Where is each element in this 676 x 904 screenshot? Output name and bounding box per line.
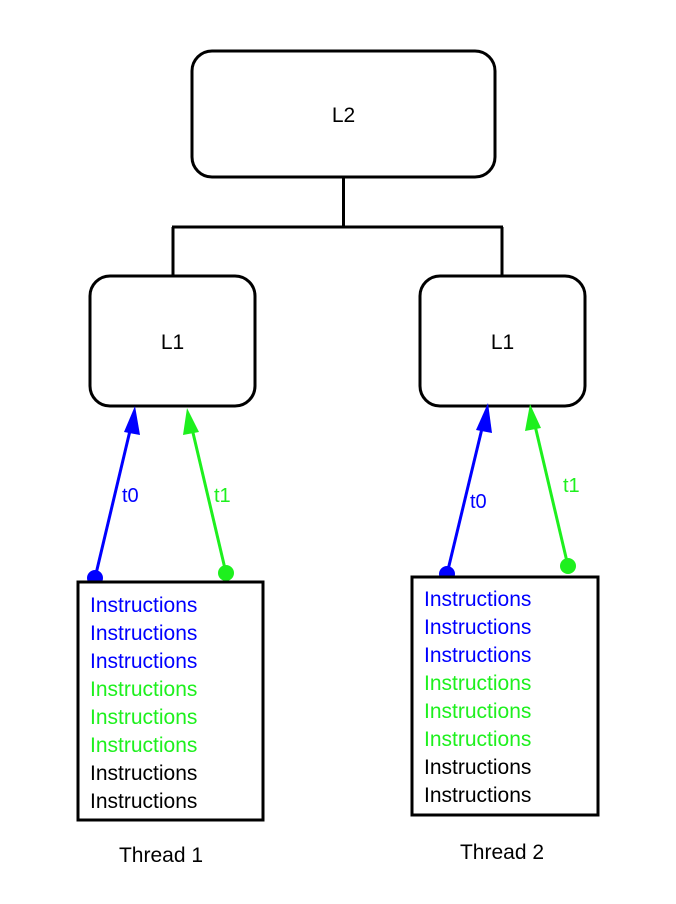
thread1-instruction-line: Instructions xyxy=(90,790,197,813)
thread2-instruction-line: Instructions xyxy=(424,700,531,723)
thread1-instruction-line: Instructions xyxy=(90,622,197,645)
thread2-t0-arrow: t0 xyxy=(439,403,492,582)
thread2-caption: Thread 2 xyxy=(460,841,544,864)
thread1-instruction-line: Instructions xyxy=(90,594,197,617)
thread2-instruction-line: Instructions xyxy=(424,588,531,611)
thread1-t1-arrow-line xyxy=(188,419,228,574)
thread2-instruction-box xyxy=(410,575,600,817)
thread1-instruction-line: Instructions xyxy=(90,678,197,701)
thread1-instruction-block: InstructionsInstructionsInstructionsInst… xyxy=(76,580,265,867)
l1-cache-node-left: L1 xyxy=(88,274,257,408)
thread2-t1-arrow: t1 xyxy=(525,404,580,574)
thread2-t1-start-dot xyxy=(560,558,576,574)
thread2-instruction-line: Instructions xyxy=(424,784,531,807)
thread1-t1-arrow: t1 xyxy=(183,408,234,581)
thread1-t1-arrowhead xyxy=(183,408,199,435)
thread2-t1-label: t1 xyxy=(563,475,580,497)
thread1-caption: Thread 1 xyxy=(119,844,203,867)
thread2-instruction-line: Instructions xyxy=(424,644,531,667)
thread2-instruction-line: Instructions xyxy=(424,756,531,779)
thread1-t0-label: t0 xyxy=(122,485,139,507)
thread2-t0-arrow-line xyxy=(445,415,487,575)
thread2-t1-arrow-line xyxy=(531,416,570,567)
thread1-t0-arrowhead xyxy=(124,406,140,435)
thread1-t0-arrow: t0 xyxy=(87,406,140,586)
thread2-t0-label: t0 xyxy=(470,491,487,513)
thread2-instruction-line: Instructions xyxy=(424,616,531,639)
thread1-instruction-line: Instructions xyxy=(90,734,197,757)
l1-cache-label-left: L1 xyxy=(161,331,184,354)
thread2-t0-arrowhead xyxy=(476,403,492,433)
thread1-instruction-line: Instructions xyxy=(90,650,197,673)
l2-to-l1-connector xyxy=(171,177,504,276)
thread1-instruction-list: InstructionsInstructionsInstructionsInst… xyxy=(90,594,197,813)
thread2-instruction-block: InstructionsInstructionsInstructionsInst… xyxy=(410,575,600,864)
thread1-t0-arrow-line xyxy=(93,417,135,579)
thread1-instruction-box xyxy=(76,580,265,822)
l1-cache-node-right: L1 xyxy=(418,274,587,408)
l1-cache-label-right: L1 xyxy=(491,331,514,354)
thread1-instruction-line: Instructions xyxy=(90,706,197,729)
thread2-instruction-line: Instructions xyxy=(424,672,531,695)
l1-cache-box-left xyxy=(88,274,257,408)
thread1-instruction-line: Instructions xyxy=(90,762,197,785)
thread2-instruction-line: Instructions xyxy=(424,728,531,751)
l1-cache-box-right xyxy=(418,274,587,408)
thread1-t1-start-dot xyxy=(218,565,234,581)
thread2-instruction-list: InstructionsInstructionsInstructionsInst… xyxy=(424,588,531,807)
l2-cache-node: L2 xyxy=(190,49,497,179)
thread1-t1-label: t1 xyxy=(214,485,231,507)
thread2-t1-arrowhead xyxy=(525,404,541,431)
l2-cache-label: L2 xyxy=(332,104,355,127)
